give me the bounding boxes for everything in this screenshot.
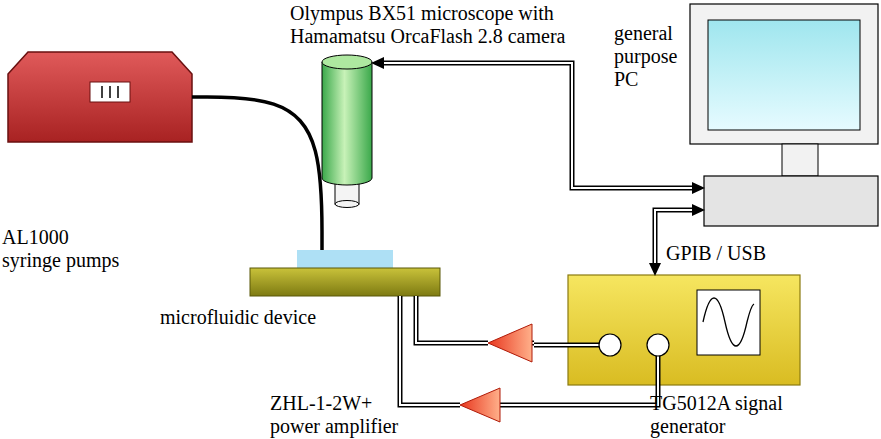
cable-core <box>534 344 568 346</box>
device-label: TG5012A signal generator <box>650 392 783 438</box>
microscope <box>322 55 372 208</box>
cable-outline <box>384 63 692 188</box>
cable-connector <box>384 63 692 188</box>
syringe-pump-part <box>101 86 103 98</box>
cable-core <box>534 385 658 405</box>
signal-generator-part <box>657 356 659 385</box>
microscope-part <box>322 62 323 178</box>
microscope-part <box>335 201 359 208</box>
syringe-pump <box>8 52 192 142</box>
syringe-pump-part <box>109 86 111 98</box>
amplifier-box: ZHL-1-2W+ power amplifier <box>456 322 534 426</box>
internal-wire-part <box>568 343 599 348</box>
generator-box: TG5012A signal generator <box>568 275 800 385</box>
device-label: microfluidic device <box>160 306 321 329</box>
signal-generator-part <box>647 334 669 356</box>
amplifier <box>456 324 534 422</box>
computer-box: general purpose PC <box>704 4 880 226</box>
syringe-pump-part <box>117 86 119 98</box>
signal-generator-part <box>568 344 599 346</box>
internal-wire <box>568 345 599 346</box>
cable-outline <box>400 296 456 405</box>
syringe-pump-part <box>8 52 192 142</box>
tube-line <box>192 97 322 250</box>
signal-generator <box>568 275 800 385</box>
microscope-part <box>322 55 372 69</box>
cable-outline <box>534 385 658 405</box>
device-label: ZHL-1-2W+ power amplifier <box>270 392 403 438</box>
computer-part <box>690 4 878 144</box>
amplifier-part <box>460 388 500 422</box>
cable-outline <box>416 296 456 343</box>
microfluidic-chip-part <box>250 268 440 296</box>
cable-connector <box>400 296 456 405</box>
microscope-part <box>322 62 372 178</box>
device-label: AL1000 syringe pumps <box>2 226 124 272</box>
cable-core <box>416 296 456 343</box>
signal-generator-part <box>568 343 599 348</box>
chip-box: microfluidic device <box>250 250 440 296</box>
cable-core <box>400 296 456 405</box>
computer-part <box>708 20 860 130</box>
internal-wire-part <box>568 344 599 346</box>
interface-label: GPIB / USB <box>664 242 768 265</box>
cable-core <box>384 63 692 188</box>
microscope-part <box>322 178 372 185</box>
computer <box>690 4 878 226</box>
amplifier-part <box>488 324 532 362</box>
cable-outline <box>534 343 568 348</box>
cable-connector <box>534 345 658 405</box>
computer-part <box>782 144 818 176</box>
signal-generator-part <box>697 290 760 355</box>
signal-generator-part <box>568 275 800 385</box>
microscope-part <box>372 62 373 178</box>
signal-generator-part <box>599 334 621 356</box>
syringe-pump-part <box>90 82 130 102</box>
signal-generator-part <box>703 298 754 346</box>
device-label: Olympus BX51 microscope with Hamamatsu O… <box>290 2 570 48</box>
microscope-box: Olympus BX51 microscope with Hamamatsu O… <box>322 55 372 207</box>
microfluidic-chip <box>250 250 440 296</box>
microfluidic-chip-part <box>297 250 393 268</box>
computer-part <box>704 176 878 226</box>
signal-generator-part <box>656 356 661 385</box>
device-label: general purpose PC <box>614 22 682 91</box>
pump-box: AL1000 syringe pumps <box>8 52 192 142</box>
tubing <box>192 97 322 250</box>
